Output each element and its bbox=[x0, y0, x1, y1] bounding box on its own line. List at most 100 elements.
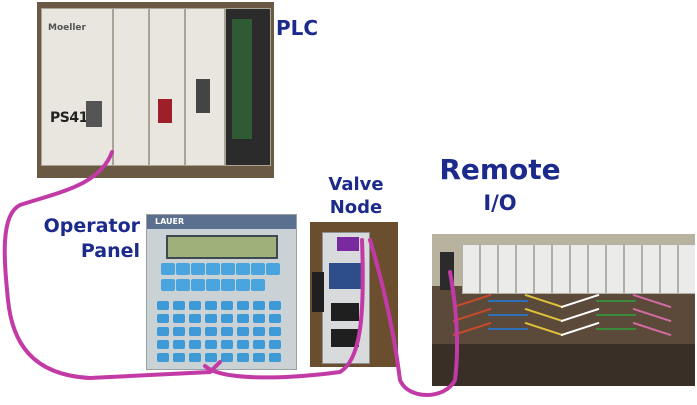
panel-key bbox=[269, 327, 281, 336]
remote-io-terminal-block bbox=[552, 244, 570, 294]
remote-label-line1: Remote bbox=[439, 153, 561, 186]
remote-io-terminal-block bbox=[516, 244, 534, 294]
panel-brand-text: LAUER bbox=[155, 217, 185, 226]
panel-key bbox=[269, 301, 281, 310]
panel-key bbox=[173, 314, 185, 323]
remote-io-terminal-block bbox=[462, 244, 480, 294]
panel-function-key bbox=[161, 263, 175, 275]
panel-key bbox=[173, 301, 185, 310]
panel-key bbox=[157, 314, 169, 323]
panel-key bbox=[189, 314, 201, 323]
panel-function-key bbox=[236, 279, 250, 291]
panel-function-key bbox=[176, 263, 190, 275]
cable-plc-to-panel bbox=[2, 150, 222, 381]
plc-module-2 bbox=[113, 8, 149, 166]
panel-key bbox=[157, 340, 169, 349]
panel-key bbox=[205, 314, 217, 323]
remote-io-terminal-block bbox=[570, 244, 588, 294]
remote-label-line2: I/O bbox=[483, 191, 517, 216]
remote-io-terminal-block bbox=[642, 244, 660, 294]
panel-key bbox=[173, 327, 185, 336]
panel-header: LAUER bbox=[147, 215, 296, 229]
panel-key bbox=[157, 301, 169, 310]
panel-key bbox=[173, 340, 185, 349]
panel-key bbox=[189, 327, 201, 336]
panel-key bbox=[221, 340, 233, 349]
remote-io-terminal-block bbox=[498, 244, 516, 294]
cable-valve-to-remote-io bbox=[368, 238, 460, 397]
remote-io-wire bbox=[596, 328, 636, 330]
panel-function-key bbox=[191, 279, 205, 291]
panel-function-key bbox=[206, 263, 220, 275]
remote-io-terminal-block bbox=[660, 244, 678, 294]
plc-module-5 bbox=[225, 8, 271, 166]
panel-key bbox=[205, 353, 217, 362]
panel-function-key bbox=[176, 279, 190, 291]
remote-io-terminal-block bbox=[534, 244, 552, 294]
valve-node-label: Valve Node bbox=[316, 175, 396, 218]
remote-io-wire bbox=[596, 300, 636, 302]
panel-function-key bbox=[251, 263, 265, 275]
panel-function-key bbox=[161, 279, 175, 291]
panel-key bbox=[253, 327, 265, 336]
remote-io-wire bbox=[488, 300, 528, 302]
panel-key bbox=[237, 340, 249, 349]
panel-key bbox=[253, 301, 265, 310]
operator-panel-photo: LAUER bbox=[146, 214, 297, 370]
operator-label-line2: Panel bbox=[80, 239, 140, 262]
panel-key bbox=[173, 353, 185, 362]
panel-function-key bbox=[191, 263, 205, 275]
panel-key bbox=[237, 353, 249, 362]
panel-key bbox=[189, 353, 201, 362]
remote-io-wiring-area bbox=[432, 344, 695, 386]
remote-io-terminal-block bbox=[588, 244, 606, 294]
remote-io-terminal-block bbox=[624, 244, 642, 294]
panel-key bbox=[269, 314, 281, 323]
remote-io-wire bbox=[488, 314, 528, 316]
panel-function-key bbox=[206, 279, 220, 291]
panel-function-key bbox=[221, 279, 235, 291]
panel-key bbox=[253, 314, 265, 323]
valve-port-1 bbox=[331, 303, 359, 321]
panel-key bbox=[269, 340, 281, 349]
plc-red-connector bbox=[158, 99, 172, 123]
remote-io-wire bbox=[596, 314, 636, 316]
valve-port-2 bbox=[331, 329, 359, 347]
panel-function-key bbox=[221, 263, 235, 275]
remote-io-terminal-block bbox=[480, 244, 498, 294]
plc-sub-d-connector bbox=[196, 79, 210, 113]
valve-label-line2: Node bbox=[329, 196, 383, 218]
remote-io-photo bbox=[432, 234, 695, 386]
plc-model-text: PS416 bbox=[50, 110, 98, 126]
panel-key bbox=[205, 301, 217, 310]
remote-io-label: Remote I/O bbox=[438, 153, 562, 216]
plc-circuit-board bbox=[232, 19, 252, 139]
cable-panel-to-valve bbox=[203, 238, 365, 380]
plc-module-4 bbox=[185, 8, 225, 166]
panel-function-key bbox=[266, 263, 280, 275]
panel-key bbox=[237, 327, 249, 336]
panel-function-key bbox=[251, 279, 265, 291]
panel-key bbox=[221, 314, 233, 323]
plc-label: PLC bbox=[276, 16, 319, 40]
panel-key bbox=[205, 340, 217, 349]
operator-panel-label: Operator Panel bbox=[18, 215, 140, 262]
panel-key bbox=[221, 353, 233, 362]
plc-module-3 bbox=[149, 8, 185, 166]
remote-io-terminal-block bbox=[606, 244, 624, 294]
panel-function-key bbox=[236, 263, 250, 275]
panel-key bbox=[157, 327, 169, 336]
panel-key bbox=[205, 327, 217, 336]
panel-key bbox=[253, 340, 265, 349]
remote-io-wire bbox=[488, 328, 528, 330]
panel-key bbox=[269, 353, 281, 362]
plc-brand-text: Moeller bbox=[48, 23, 86, 33]
panel-key bbox=[157, 353, 169, 362]
operator-label-line1: Operator bbox=[43, 215, 140, 237]
plc-cpu-module: Moeller PS416 bbox=[41, 8, 113, 166]
panel-key bbox=[189, 340, 201, 349]
panel-lcd-display bbox=[166, 235, 278, 259]
remote-io-terminal-block bbox=[678, 244, 695, 294]
panel-key bbox=[253, 353, 265, 362]
panel-key bbox=[189, 301, 201, 310]
